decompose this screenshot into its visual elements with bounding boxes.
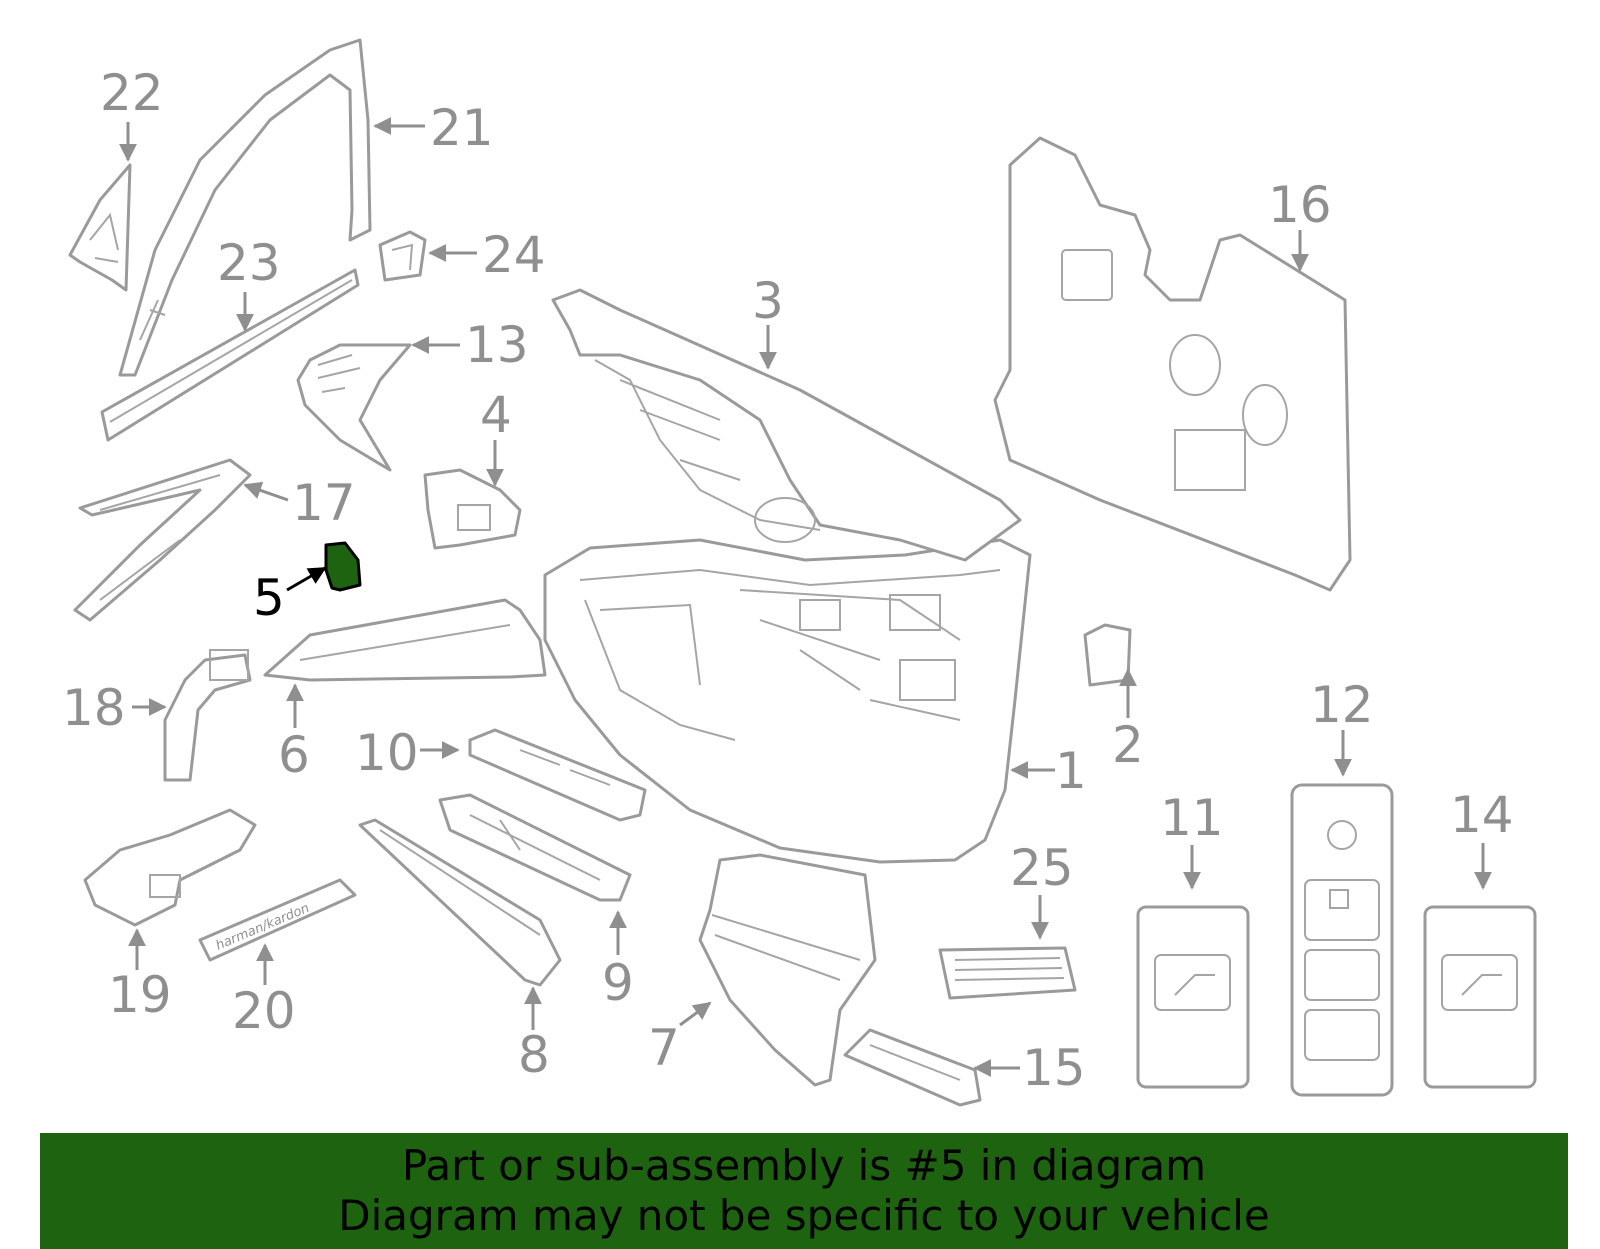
part-25-shape	[938, 946, 1077, 1000]
callout-5[interactable]: 5	[253, 569, 285, 627]
callout-19: 19	[108, 966, 172, 1024]
callout-14: 14	[1450, 786, 1514, 844]
callout-13: 13	[465, 316, 529, 374]
callout-1: 1	[1055, 742, 1087, 800]
part-15-shape	[843, 1028, 982, 1107]
part-19-shape	[83, 808, 257, 927]
leader-lines	[119, 117, 1492, 1077]
part-9-shape	[438, 793, 632, 902]
part-8-shape	[358, 818, 562, 987]
part-18-shape	[163, 649, 252, 782]
callout-10: 10	[355, 724, 419, 782]
leader-17	[243, 481, 289, 502]
callout-9: 9	[602, 954, 634, 1012]
callout-21: 21	[430, 99, 494, 157]
part-14-shape	[1423, 905, 1537, 1089]
part-20-shape: harman/kardon	[198, 878, 357, 962]
part-13-shape	[296, 343, 412, 472]
part-16-shape	[993, 136, 1352, 592]
banner-line-disclaimer: Diagram may not be specific to your vehi…	[338, 1191, 1270, 1240]
part-6-shape	[263, 598, 547, 682]
callout-4: 4	[480, 386, 512, 444]
callout-8: 8	[518, 1026, 550, 1084]
part-12-shape	[1290, 783, 1394, 1097]
callout-3: 3	[752, 272, 784, 330]
part-11-shape	[1136, 905, 1250, 1089]
part-24-shape	[378, 230, 427, 282]
callout-2: 2	[1112, 716, 1144, 774]
info-banner: Part or sub-assembly is #5 in diagram Di…	[40, 1133, 1568, 1249]
part-2-shape	[1083, 623, 1132, 687]
part-10-shape	[468, 728, 647, 822]
callout-25: 25	[1010, 839, 1074, 897]
callout-numbers: 22 21 23 24 13 4 17 5 6 18 10 19 20 8 9 …	[62, 64, 1514, 1097]
part-4-shape	[423, 468, 522, 550]
callout-22: 22	[100, 64, 164, 122]
callout-24: 24	[482, 226, 546, 284]
callout-17: 17	[292, 474, 356, 532]
callout-7: 7	[648, 1019, 680, 1077]
callout-12: 12	[1310, 676, 1374, 734]
callout-23: 23	[217, 234, 281, 292]
callout-15: 15	[1022, 1039, 1086, 1097]
callout-16: 16	[1268, 176, 1332, 234]
callout-11: 11	[1160, 789, 1224, 847]
callout-20: 20	[232, 982, 296, 1040]
part-23-shape	[100, 268, 360, 442]
part-7-shape	[698, 853, 877, 1087]
leader-5	[286, 566, 327, 592]
callout-6: 6	[278, 726, 310, 784]
part-3-shape	[551, 288, 1022, 562]
part-22-shape	[68, 163, 132, 292]
part-5-shape[interactable]	[324, 541, 362, 592]
leader-7	[679, 1001, 712, 1027]
banner-line-part: Part or sub-assembly is #5 in diagram	[401, 1141, 1207, 1190]
part-17-shape	[73, 458, 252, 622]
part-21-shape	[118, 38, 372, 377]
callout-18: 18	[62, 679, 126, 737]
part-1-shape	[543, 538, 1032, 864]
